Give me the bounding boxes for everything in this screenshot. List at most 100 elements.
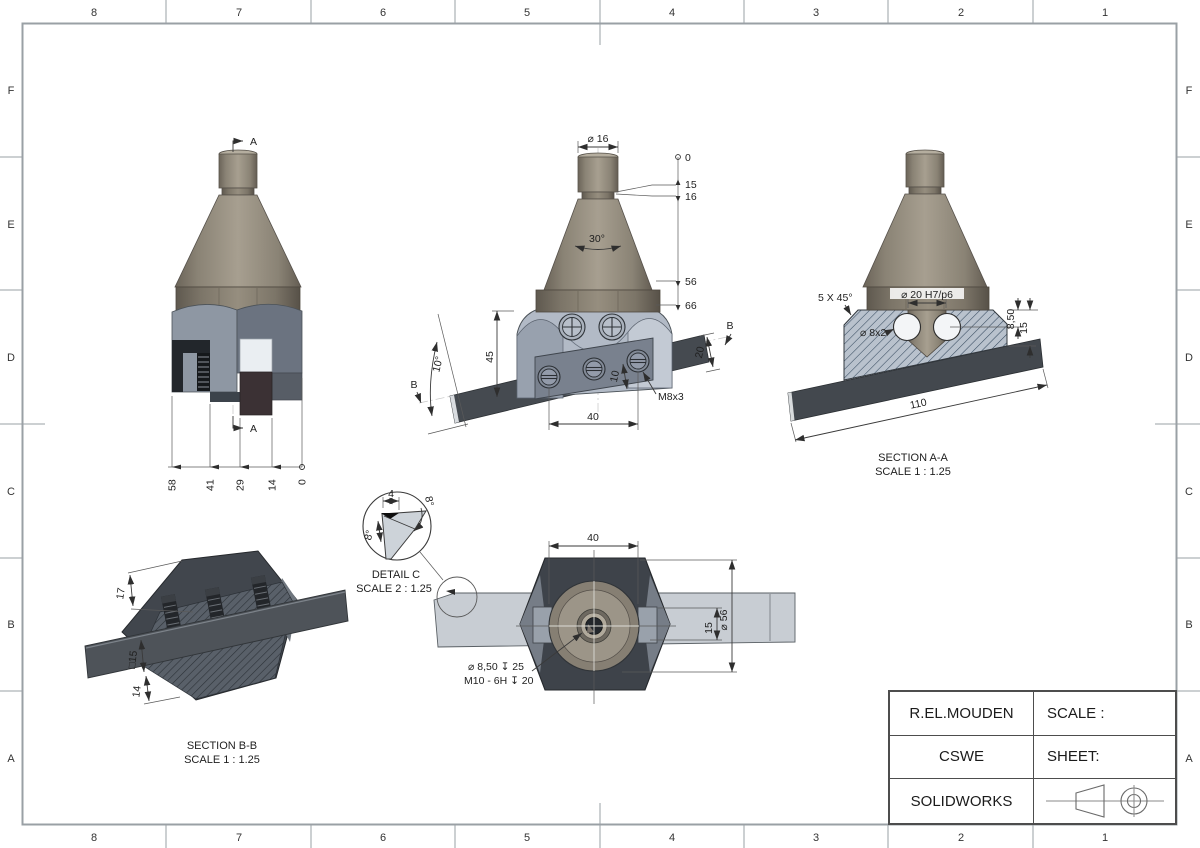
svg-text:M8x3: M8x3 bbox=[658, 391, 684, 403]
zone-col-bottom: 3 bbox=[813, 832, 819, 844]
svg-text:45: 45 bbox=[484, 351, 496, 363]
dim-bore-20: ⌀ 20 H7/p6 bbox=[890, 288, 964, 308]
title-block: R.EL.MOUDEN SCALE : CSWE SHEET: SOLIDWOR… bbox=[888, 690, 1177, 825]
section-bb-scale: SCALE 1 : 1.25 bbox=[184, 754, 260, 766]
zone-row-left: B bbox=[7, 619, 14, 631]
callout-cross-holes: ⌀ 8x2 bbox=[860, 327, 895, 339]
callout-m8x3: M8x3 bbox=[642, 371, 684, 403]
plate-screws bbox=[537, 349, 650, 389]
svg-text:14: 14 bbox=[130, 685, 143, 698]
zone-col-bottom: 1 bbox=[1102, 832, 1108, 844]
author-text: R.EL.MOUDEN bbox=[909, 704, 1014, 722]
svg-text:B: B bbox=[726, 320, 733, 332]
svg-text:40: 40 bbox=[587, 411, 599, 423]
section-aa-scale: SCALE 1 : 1.25 bbox=[875, 466, 951, 478]
dim-top-40: 40 bbox=[548, 532, 639, 604]
zone-row-left: A bbox=[7, 753, 15, 765]
zone-col-bottom: 4 bbox=[669, 832, 675, 844]
upper-screws bbox=[558, 313, 626, 341]
svg-text:⌀ 8x2: ⌀ 8x2 bbox=[860, 327, 886, 339]
zone-col-bottom: 2 bbox=[958, 832, 964, 844]
zone-col-top: 2 bbox=[958, 7, 964, 19]
svg-text:10°: 10° bbox=[430, 355, 445, 373]
profile-ordinate-dims: 0 15 16 56 66 bbox=[615, 152, 697, 312]
dim-dia-56: ⌀ 56 bbox=[622, 559, 737, 673]
dim-bar-20: 20 bbox=[693, 332, 721, 373]
front-ordinate-dims: 58 41 29 14 0 bbox=[167, 378, 309, 491]
svg-text:66: 66 bbox=[685, 300, 697, 312]
zone-col-top: 5 bbox=[524, 7, 530, 19]
svg-text:□15: □15 bbox=[126, 650, 140, 670]
zone-col-top: 3 bbox=[813, 7, 819, 19]
svg-text:0: 0 bbox=[685, 152, 691, 164]
svg-text:8,50: 8,50 bbox=[1005, 309, 1017, 330]
svg-text:17: 17 bbox=[114, 587, 128, 600]
title-block-software: SOLIDWORKS bbox=[890, 779, 1034, 823]
dim-dia16: ⌀ 16 bbox=[577, 133, 619, 153]
scale-label: SCALE : bbox=[1047, 704, 1105, 722]
svg-text:⌀ 16: ⌀ 16 bbox=[588, 133, 609, 145]
dim-tip-4: 4 bbox=[382, 488, 400, 510]
zone-col-top: 4 bbox=[669, 7, 675, 19]
svg-text:M10 - 6H ↧ 20: M10 - 6H ↧ 20 bbox=[464, 675, 534, 687]
svg-text:56: 56 bbox=[685, 276, 697, 288]
ordinate-29: 29 bbox=[235, 479, 247, 491]
svg-text:40: 40 bbox=[587, 532, 599, 544]
zone-row-left: E bbox=[7, 219, 14, 231]
zone-row-right: E bbox=[1185, 219, 1192, 231]
cross-hole-left bbox=[892, 312, 922, 342]
svg-text:110: 110 bbox=[909, 396, 928, 411]
tool-bar-bb bbox=[84, 589, 349, 679]
projection-symbol-icon bbox=[1045, 784, 1164, 818]
title-block-scale: SCALE : bbox=[1034, 692, 1175, 736]
callout-counterbore: ⌀ 8,50 ↧ 25 M10 - 6H ↧ 20 bbox=[464, 632, 583, 687]
cert-text: CSWE bbox=[939, 748, 984, 766]
dim-height-45: 45 bbox=[484, 310, 514, 397]
svg-text:⌀ 8,50 ↧ 25: ⌀ 8,50 ↧ 25 bbox=[468, 661, 524, 673]
zone-row-right: C bbox=[1185, 486, 1193, 498]
zone-col-top: 6 bbox=[380, 7, 386, 19]
sheet-label: SHEET: bbox=[1047, 748, 1100, 766]
svg-text:8°: 8° bbox=[362, 529, 376, 542]
zone-col-bottom: 7 bbox=[236, 832, 242, 844]
zone-row-right: F bbox=[1186, 85, 1193, 97]
dim-length-110: 110 bbox=[790, 368, 1049, 443]
view-section-aa: 5 X 45° ⌀ 20 H7/p6 ⌀ 8x2 8,50 15 110 SEC… bbox=[787, 149, 1049, 478]
zone-col-top: 8 bbox=[91, 7, 97, 19]
dim-angle-top: 8° bbox=[422, 495, 436, 507]
zone-col-bottom: 5 bbox=[524, 832, 530, 844]
section-letter-a-bottom: A bbox=[250, 423, 257, 435]
zone-col-top: 7 bbox=[236, 7, 242, 19]
title-block-cert: CSWE bbox=[890, 735, 1034, 780]
svg-text:16: 16 bbox=[685, 191, 697, 203]
svg-text:⌀ 20 H7/p6: ⌀ 20 H7/p6 bbox=[901, 289, 953, 301]
view-detail-c: 4 8° 8° DETAIL C SCALE 2 : 1.25 bbox=[356, 488, 444, 595]
detail-c-region-circle bbox=[436, 576, 478, 618]
view-section-bb: 17 □15 14 SECTION B-B SCALE 1 : 1.25 bbox=[84, 550, 349, 766]
svg-text:10: 10 bbox=[608, 369, 622, 383]
dim-offset-10: 10 bbox=[608, 363, 629, 390]
ordinate-14: 14 bbox=[267, 479, 279, 491]
section-bb-title: SECTION B-B bbox=[187, 740, 257, 752]
zone-col-bottom: 6 bbox=[380, 832, 386, 844]
dim-cone-angle: 30° bbox=[589, 233, 605, 245]
svg-text:20: 20 bbox=[693, 345, 707, 359]
ordinate-0: 0 bbox=[297, 479, 309, 485]
dim-bar-angle: 10° bbox=[427, 313, 469, 435]
zone-row-left: D bbox=[7, 352, 15, 364]
zone-col-bottom: 8 bbox=[91, 832, 97, 844]
section-aa-title: SECTION A-A bbox=[878, 452, 948, 464]
svg-text:15: 15 bbox=[703, 622, 715, 634]
view-top: 40 15 ⌀ 56 ⌀ 8,50 ↧ 25 M10 - 6H ↧ 20 bbox=[433, 532, 796, 704]
title-block-sheet: SHEET: bbox=[1034, 736, 1175, 780]
title-block-projection bbox=[1034, 779, 1175, 823]
svg-text:⌀ 56: ⌀ 56 bbox=[718, 609, 730, 630]
zone-row-right: B bbox=[1185, 619, 1192, 631]
zone-row-left: F bbox=[8, 85, 15, 97]
section-letter-a-top: A bbox=[250, 136, 257, 148]
callout-chamfer: 5 X 45° bbox=[818, 292, 853, 316]
svg-text:B: B bbox=[410, 379, 417, 391]
section-b-cut-marks: B B bbox=[410, 320, 734, 404]
